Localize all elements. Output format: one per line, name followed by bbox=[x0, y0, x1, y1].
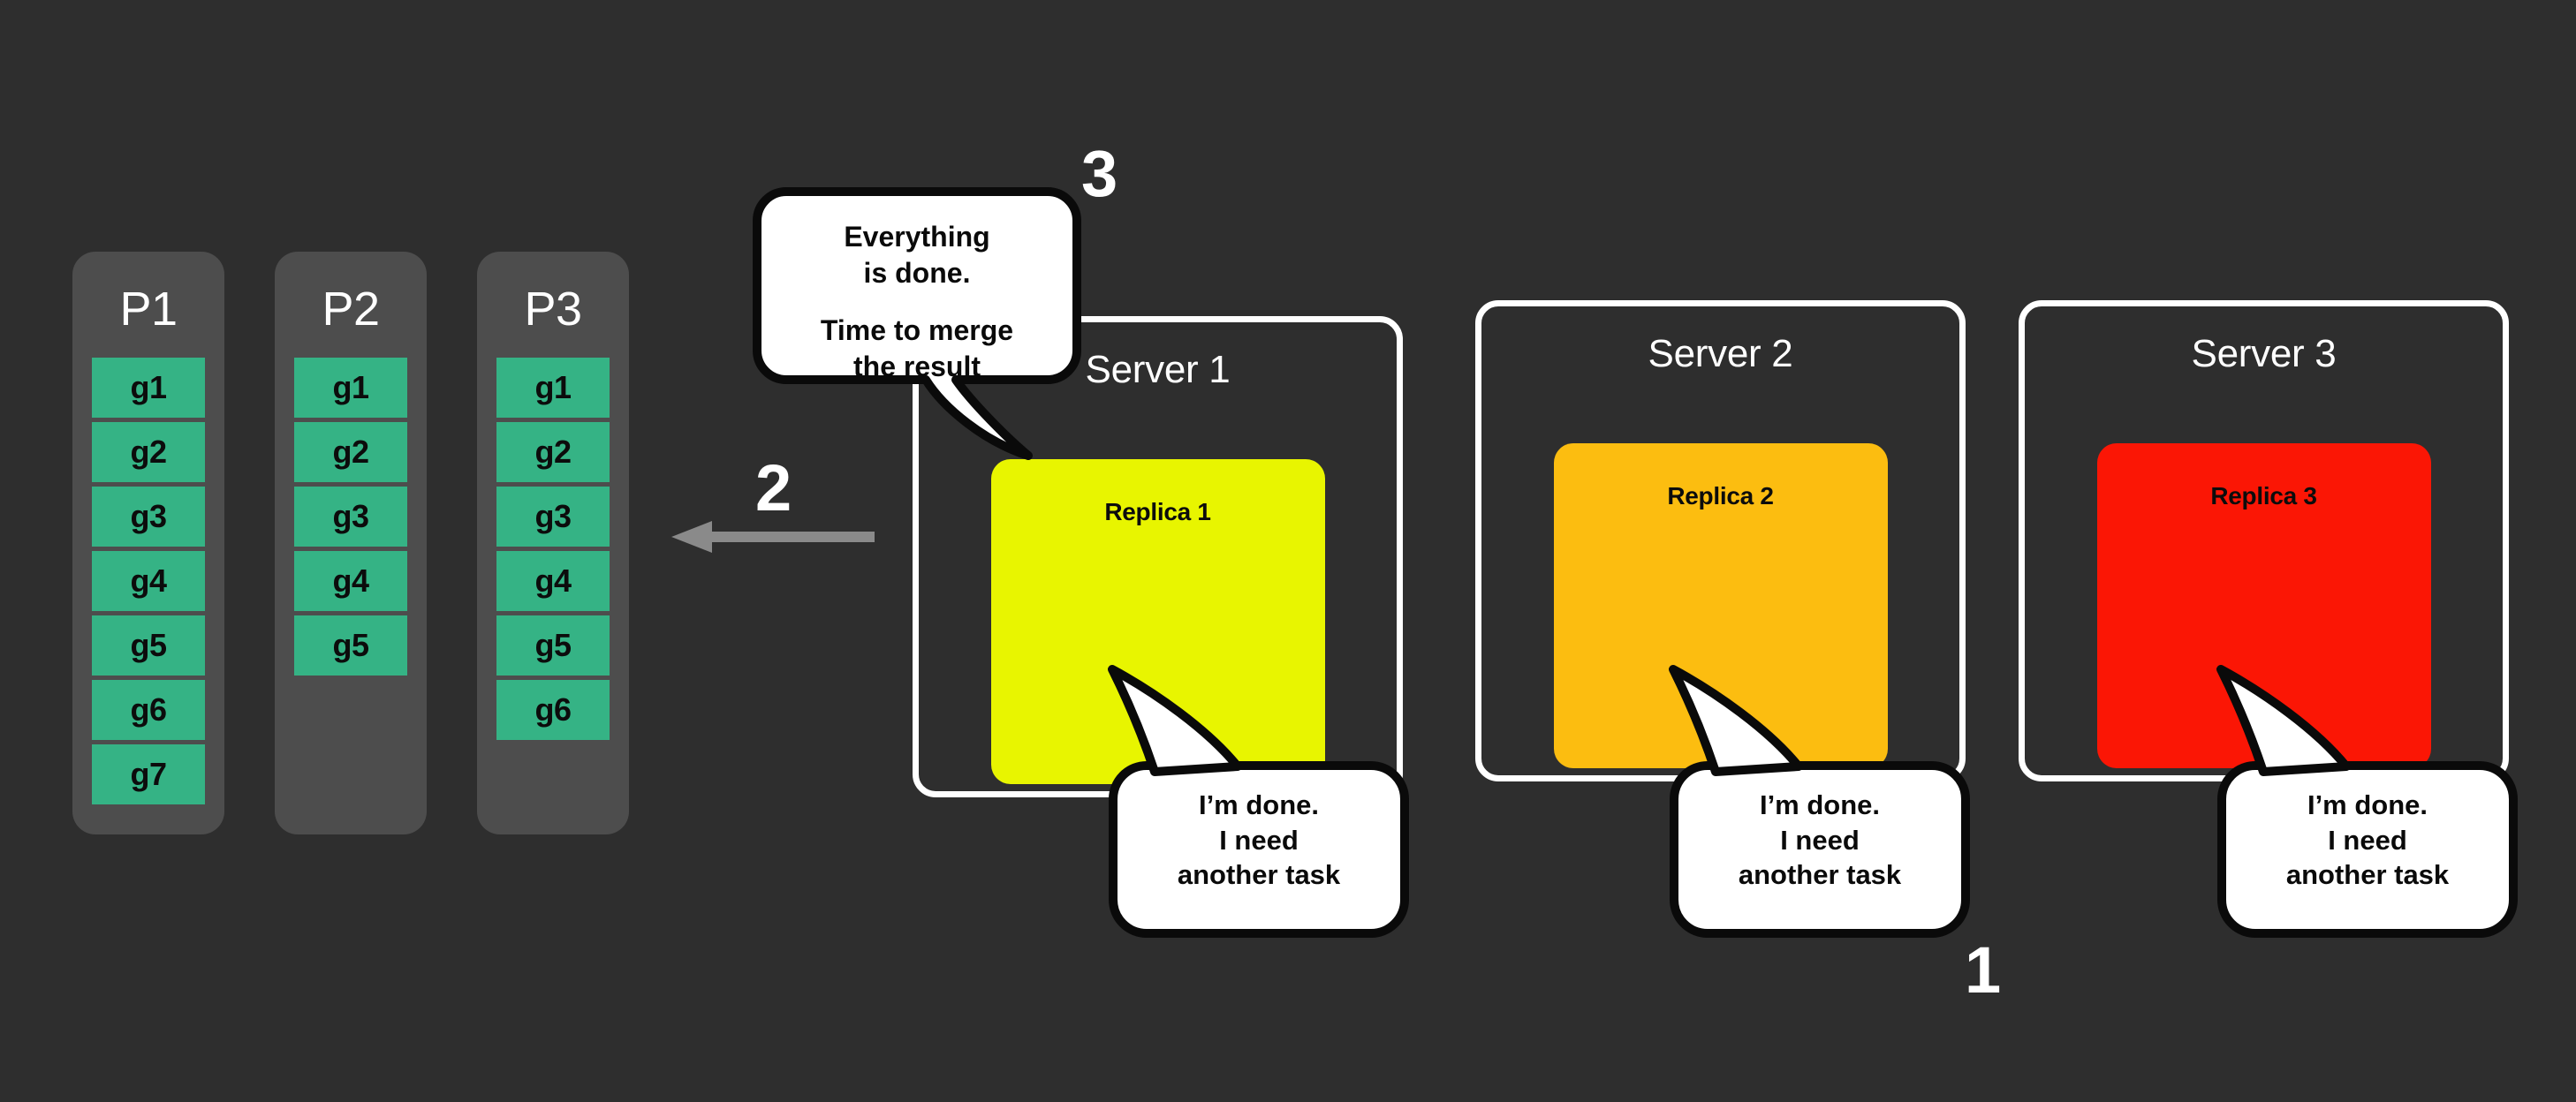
group-cell[interactable]: g4 bbox=[294, 551, 407, 611]
group-cell[interactable]: g1 bbox=[294, 358, 407, 418]
group-cell[interactable]: g3 bbox=[294, 487, 407, 547]
server-title: Server 2 bbox=[1648, 332, 1793, 375]
speech-bubble-shape bbox=[2216, 665, 2518, 938]
partition-p3[interactable]: P3 g1 g2 g3 g4 g5 g6 bbox=[477, 252, 629, 834]
speech-bubble-merge[interactable]: Everything is done. Time to merge the re… bbox=[753, 187, 1081, 460]
partition-title: P2 bbox=[322, 283, 380, 336]
partition-p2[interactable]: P2 g1 g2 g3 g4 g5 bbox=[275, 252, 427, 834]
replica-label: Replica 1 bbox=[1104, 498, 1211, 525]
group-cell[interactable]: g5 bbox=[294, 615, 407, 676]
group-list: g1 g2 g3 g4 g5 g6 g7 bbox=[92, 358, 205, 804]
bubble-text: I’m done. I need another task bbox=[1177, 789, 1341, 891]
group-cell[interactable]: g3 bbox=[496, 487, 610, 547]
bubble-text: I’m done. I need another task bbox=[2285, 789, 2450, 891]
group-cell[interactable]: g2 bbox=[92, 422, 205, 482]
partition-group: P1 g1 g2 g3 g4 g5 g6 g7 P2 g1 g2 g3 g4 g… bbox=[72, 252, 629, 834]
group-cell[interactable]: g1 bbox=[496, 358, 610, 418]
server-title: Server 3 bbox=[2191, 332, 2337, 375]
speech-bubble-done-1[interactable]: I’m done. I need another task bbox=[1108, 665, 1409, 938]
group-cell[interactable]: g4 bbox=[92, 551, 205, 611]
replica-label: Replica 2 bbox=[1667, 482, 1774, 509]
replica-label: Replica 3 bbox=[2210, 482, 2317, 509]
group-cell[interactable]: g2 bbox=[496, 422, 610, 482]
speech-bubble-done-2[interactable]: I’m done. I need another task bbox=[1669, 665, 1970, 938]
group-cell[interactable]: g5 bbox=[496, 615, 610, 676]
group-cell[interactable]: g7 bbox=[92, 744, 205, 804]
speech-bubble-shape bbox=[1669, 665, 1970, 938]
group-cell[interactable]: g3 bbox=[92, 487, 205, 547]
merge-arrow-icon bbox=[671, 521, 875, 553]
bubble-text-line1: Everything is done. bbox=[844, 221, 990, 289]
bubble-text-line2: Time to merge the result bbox=[820, 314, 1014, 382]
speech-bubble-shape bbox=[753, 187, 1081, 460]
group-cell[interactable]: g6 bbox=[92, 680, 205, 740]
step-number-3: 3 bbox=[1081, 137, 1118, 210]
bubble-text: I’m done. I need another task bbox=[1738, 789, 1902, 891]
group-cell[interactable]: g2 bbox=[294, 422, 407, 482]
group-cell[interactable]: g6 bbox=[496, 680, 610, 740]
step-number-1: 1 bbox=[1965, 933, 2002, 1007]
partition-title: P3 bbox=[524, 283, 582, 336]
partition-title: P1 bbox=[119, 283, 178, 336]
group-list: g1 g2 g3 g4 g5 g6 bbox=[496, 358, 610, 740]
server-title: Server 1 bbox=[1085, 348, 1231, 391]
speech-bubble-shape bbox=[1108, 665, 1409, 938]
group-cell[interactable]: g4 bbox=[496, 551, 610, 611]
group-cell[interactable]: g1 bbox=[92, 358, 205, 418]
group-cell[interactable]: g5 bbox=[92, 615, 205, 676]
speech-bubble-done-3[interactable]: I’m done. I need another task bbox=[2216, 665, 2518, 938]
partition-p1[interactable]: P1 g1 g2 g3 g4 g5 g6 g7 bbox=[72, 252, 224, 834]
step-number-2: 2 bbox=[755, 451, 792, 525]
group-list: g1 g2 g3 g4 g5 bbox=[294, 358, 407, 676]
